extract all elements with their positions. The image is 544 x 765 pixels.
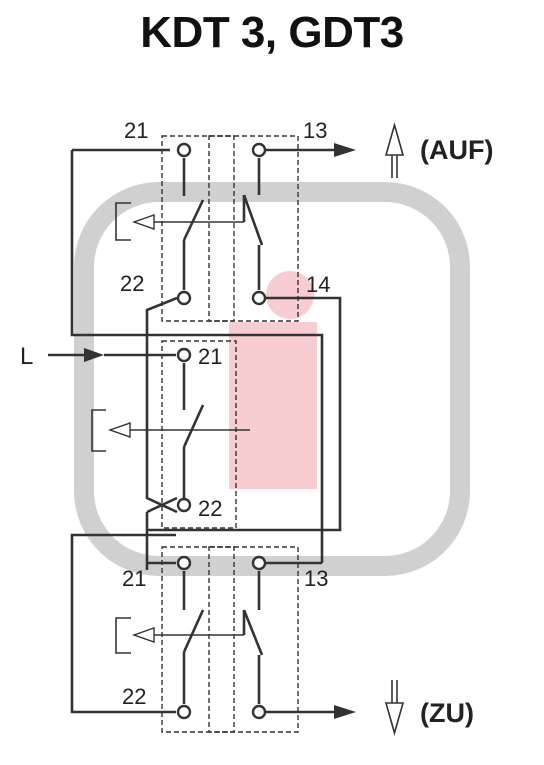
bottom-terminal-13-label: 13 (304, 566, 328, 591)
top-terminal-14-label: 14 (306, 272, 330, 297)
down-arrow-icon (384, 680, 405, 736)
top-terminal-13-label: 13 (303, 118, 327, 143)
input-l-label: L (20, 343, 33, 370)
watermark-logo (74, 182, 470, 576)
page-title: KDT 3, GDT3 (140, 8, 404, 57)
bottom-terminal-21-label: 21 (122, 566, 146, 591)
output-auf-label: (AUF) (420, 135, 493, 165)
middle-terminal-22-label: 22 (198, 496, 222, 521)
top-terminal-21-label: 21 (124, 118, 148, 143)
middle-switch-housing (161, 340, 237, 529)
top-switch-housing (161, 135, 299, 322)
bottom-terminal-22-label: 22 (122, 684, 146, 709)
top-terminal-22-label: 22 (120, 271, 144, 296)
bottom-switch-housing (161, 546, 299, 733)
up-arrow-icon (384, 122, 405, 178)
output-zu-label: (ZU) (420, 698, 474, 728)
terminal-circles (176, 142, 267, 720)
wiring-lines (48, 143, 356, 719)
middle-terminal-21-label: 21 (198, 344, 222, 369)
